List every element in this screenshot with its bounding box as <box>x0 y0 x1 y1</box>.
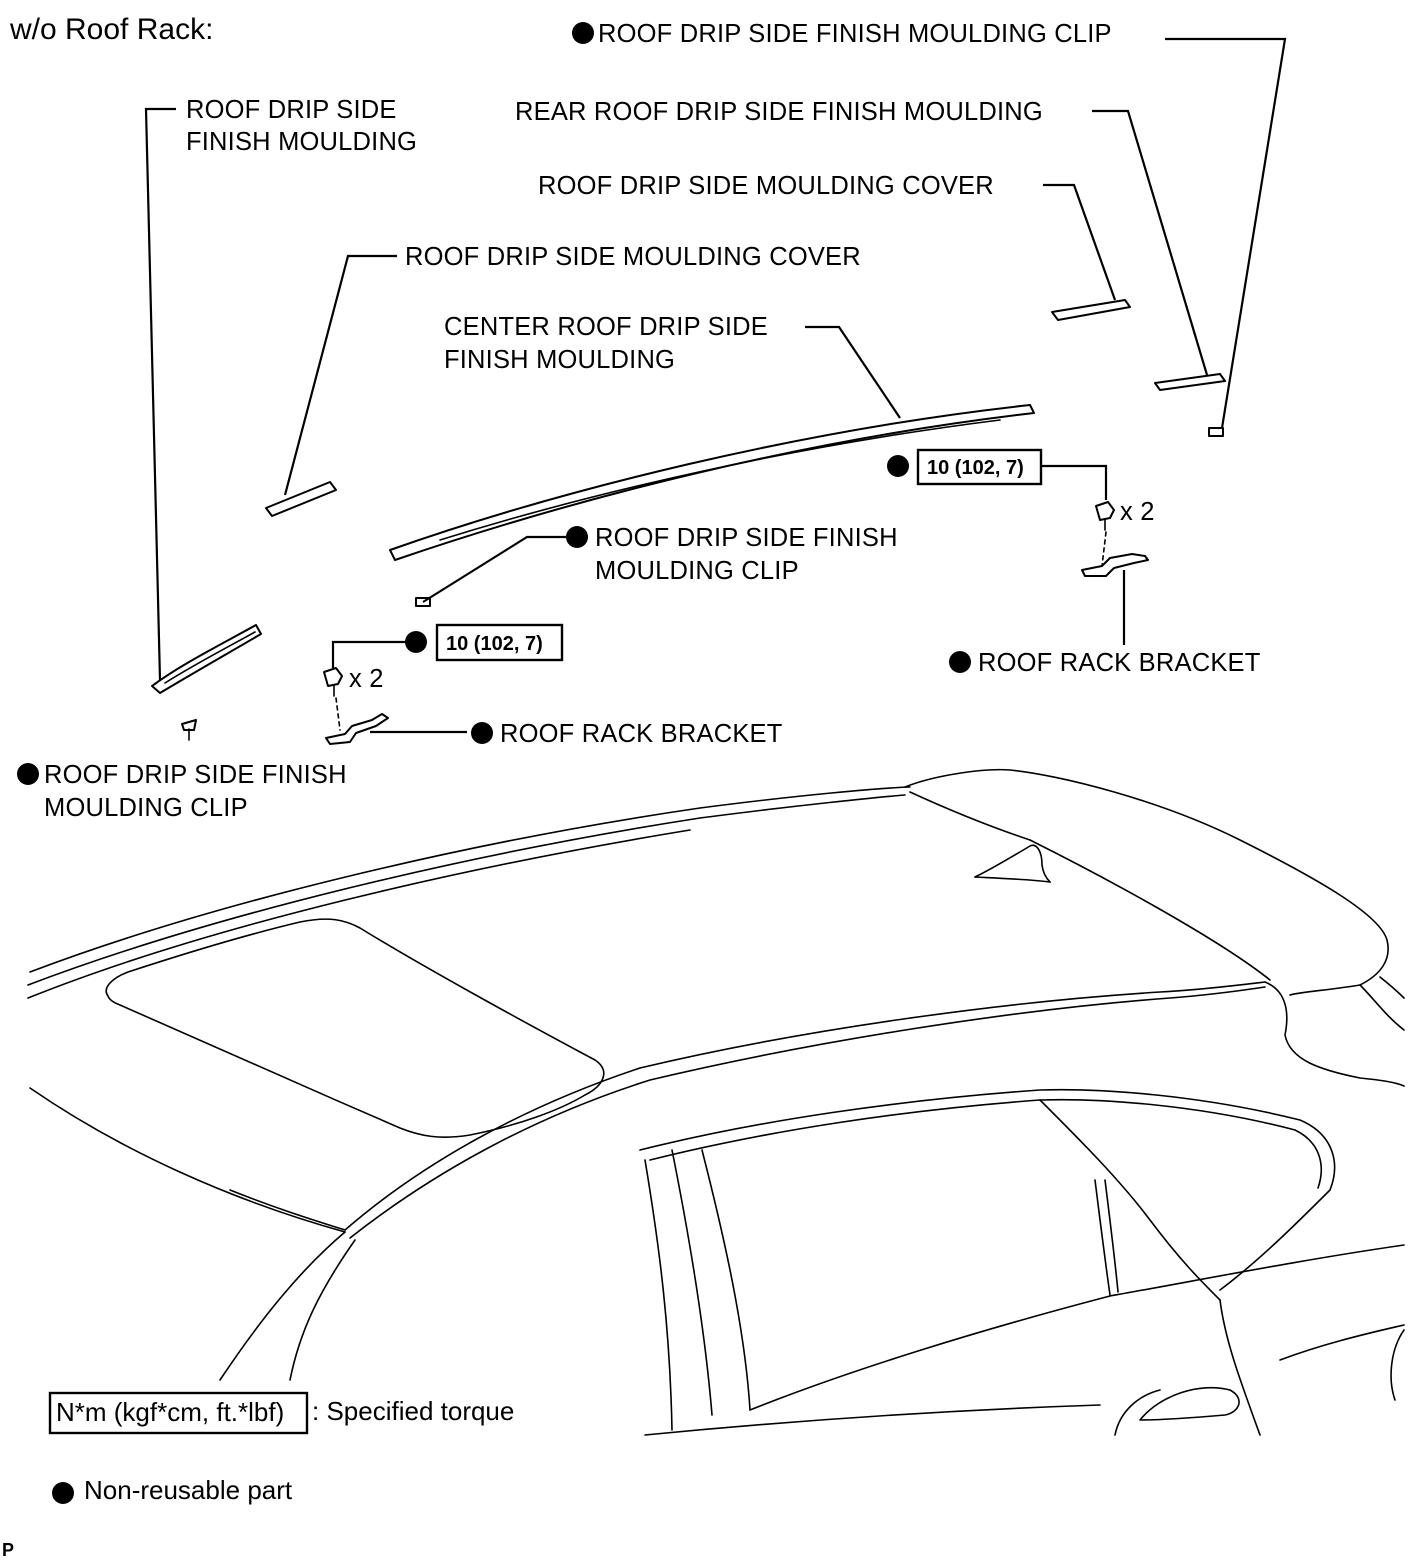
torque-qty-left: x 2 <box>349 665 384 693</box>
label-cover-right: ROOF DRIP SIDE MOULDING COVER <box>538 172 994 200</box>
legend-torque-text: : Specified torque <box>312 1396 514 1426</box>
legend-torque-box <box>48 1391 309 1435</box>
torque-value-right: 10 (102, 7) <box>927 457 1024 479</box>
leader-lines <box>144 37 1287 734</box>
bracket-right-part <box>1081 553 1149 577</box>
label-clip-bottom-left-line1: ROOF DRIP SIDE FINISH <box>44 761 347 789</box>
nonreusable-marker-bracket-right <box>949 651 971 673</box>
label-cover-left: ROOF DRIP SIDE MOULDING COVER <box>405 243 861 271</box>
torque-box-left <box>435 623 564 662</box>
legend-torque-units: N*m (kgf*cm, ft.*lbf) <box>56 1397 284 1427</box>
bracket-left-part <box>325 713 389 745</box>
label-front-moulding-line1: ROOF DRIP SIDE <box>186 96 397 124</box>
center-moulding-part <box>389 404 1035 561</box>
torque-qty-right: x 2 <box>1120 498 1155 526</box>
label-center-moulding-line2: FINISH MOULDING <box>444 346 675 374</box>
clip-right-part <box>1208 427 1224 437</box>
torque-box-right <box>916 448 1043 486</box>
bolt-left-icon <box>323 667 343 697</box>
bolt-right-icon <box>1095 501 1115 531</box>
diagram-title: w/o Roof Rack: <box>9 13 213 46</box>
label-bracket-left: ROOF RACK BRACKET <box>500 720 783 748</box>
figure-code: P <box>2 1540 14 1560</box>
cover-left-part <box>265 481 337 517</box>
legend: N*m (kgf*cm, ft.*lbf) : Specified torque… <box>48 1391 514 1505</box>
label-center-moulding-line1: CENTER ROOF DRIP SIDE <box>444 313 768 341</box>
cover-right-part <box>1051 299 1131 321</box>
rear-moulding-part <box>1154 373 1226 391</box>
car-body-drawing <box>27 768 1405 1436</box>
label-clip-bottom-left-line2: MOULDING CLIP <box>44 794 248 822</box>
parts <box>151 299 1226 745</box>
legend-nonreusable-marker <box>52 1482 74 1504</box>
label-bracket-right: ROOF RACK BRACKET <box>978 649 1261 677</box>
nonreusable-marker-clip-bottom-left <box>17 763 39 785</box>
nonreusable-marker-bolt-left <box>405 631 427 653</box>
nonreusable-marker-bracket-left <box>471 722 493 744</box>
nonreusable-marker-bolt-right <box>887 455 909 477</box>
torque-value-left: 10 (102, 7) <box>446 633 543 655</box>
label-clip-top-right: ROOF DRIP SIDE FINISH MOULDING CLIP <box>598 20 1112 48</box>
legend-nonreusable-text: Non-reusable part <box>84 1475 293 1505</box>
clip-left-part <box>181 719 197 731</box>
nonreusable-marker-clip-top-right <box>572 22 594 44</box>
label-rear-moulding: REAR ROOF DRIP SIDE FINISH MOULDING <box>515 98 1043 126</box>
label-clip-center-line2: MOULDING CLIP <box>595 557 799 585</box>
non-reusable-markers <box>17 22 971 785</box>
label-clip-center-line1: ROOF DRIP SIDE FINISH <box>595 524 898 552</box>
label-front-moulding-line2: FINISH MOULDING <box>186 128 417 156</box>
nonreusable-marker-clip-center <box>566 526 588 548</box>
